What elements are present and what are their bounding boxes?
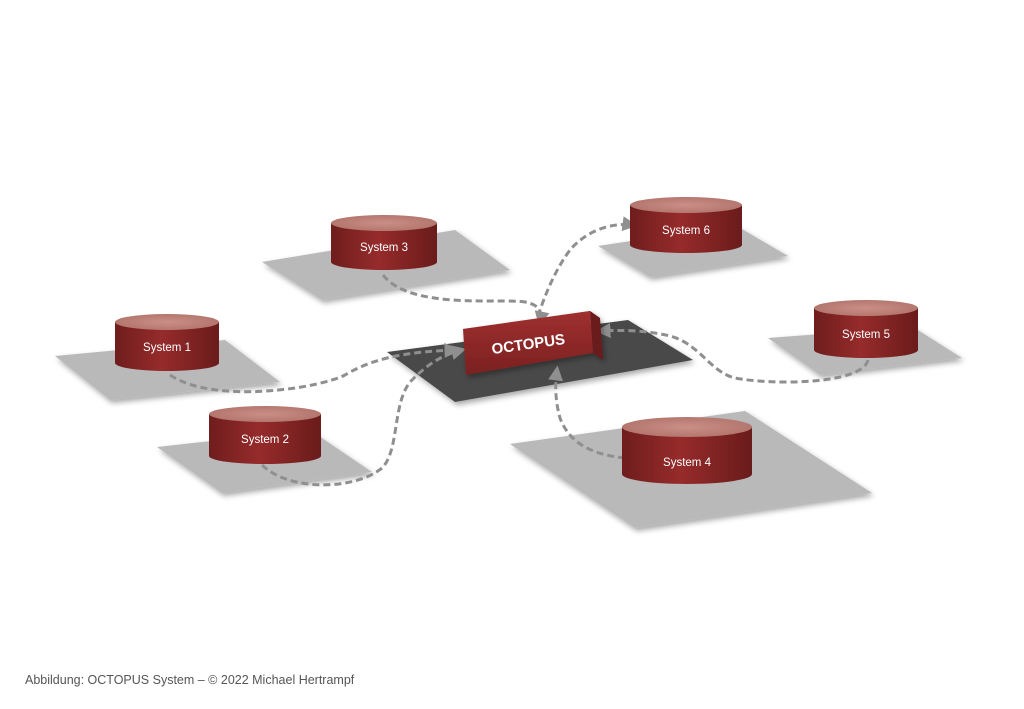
connector-system-5 [595, 322, 870, 384]
system-1-node: System 1 [115, 314, 219, 371]
figure-caption: Abbildung: OCTOPUS System – © 2022 Micha… [25, 673, 355, 687]
system-5-label: System 5 [842, 329, 890, 341]
system-4-label: System 4 [663, 457, 712, 469]
connector-system-6 [536, 216, 638, 317]
hub-side-face [590, 311, 603, 360]
system-3-node: System 3 [331, 215, 437, 270]
octopus-hub: OCTOPUS [463, 311, 603, 375]
connector-system-1 [169, 342, 460, 394]
system-6-label: System 6 [662, 225, 710, 237]
system-1-label: System 1 [143, 342, 191, 354]
system-2-label: System 2 [241, 434, 289, 446]
hub-front-face [463, 311, 593, 375]
system-4-node: System 4 [622, 417, 752, 484]
system-3-label: System 3 [360, 242, 408, 254]
system-6-node: System 6 [630, 197, 742, 253]
connector-system-2 [260, 345, 467, 487]
connector-system-4 [548, 365, 626, 460]
system-2-node: System 2 [209, 406, 321, 464]
system-5-node: System 5 [814, 300, 918, 358]
